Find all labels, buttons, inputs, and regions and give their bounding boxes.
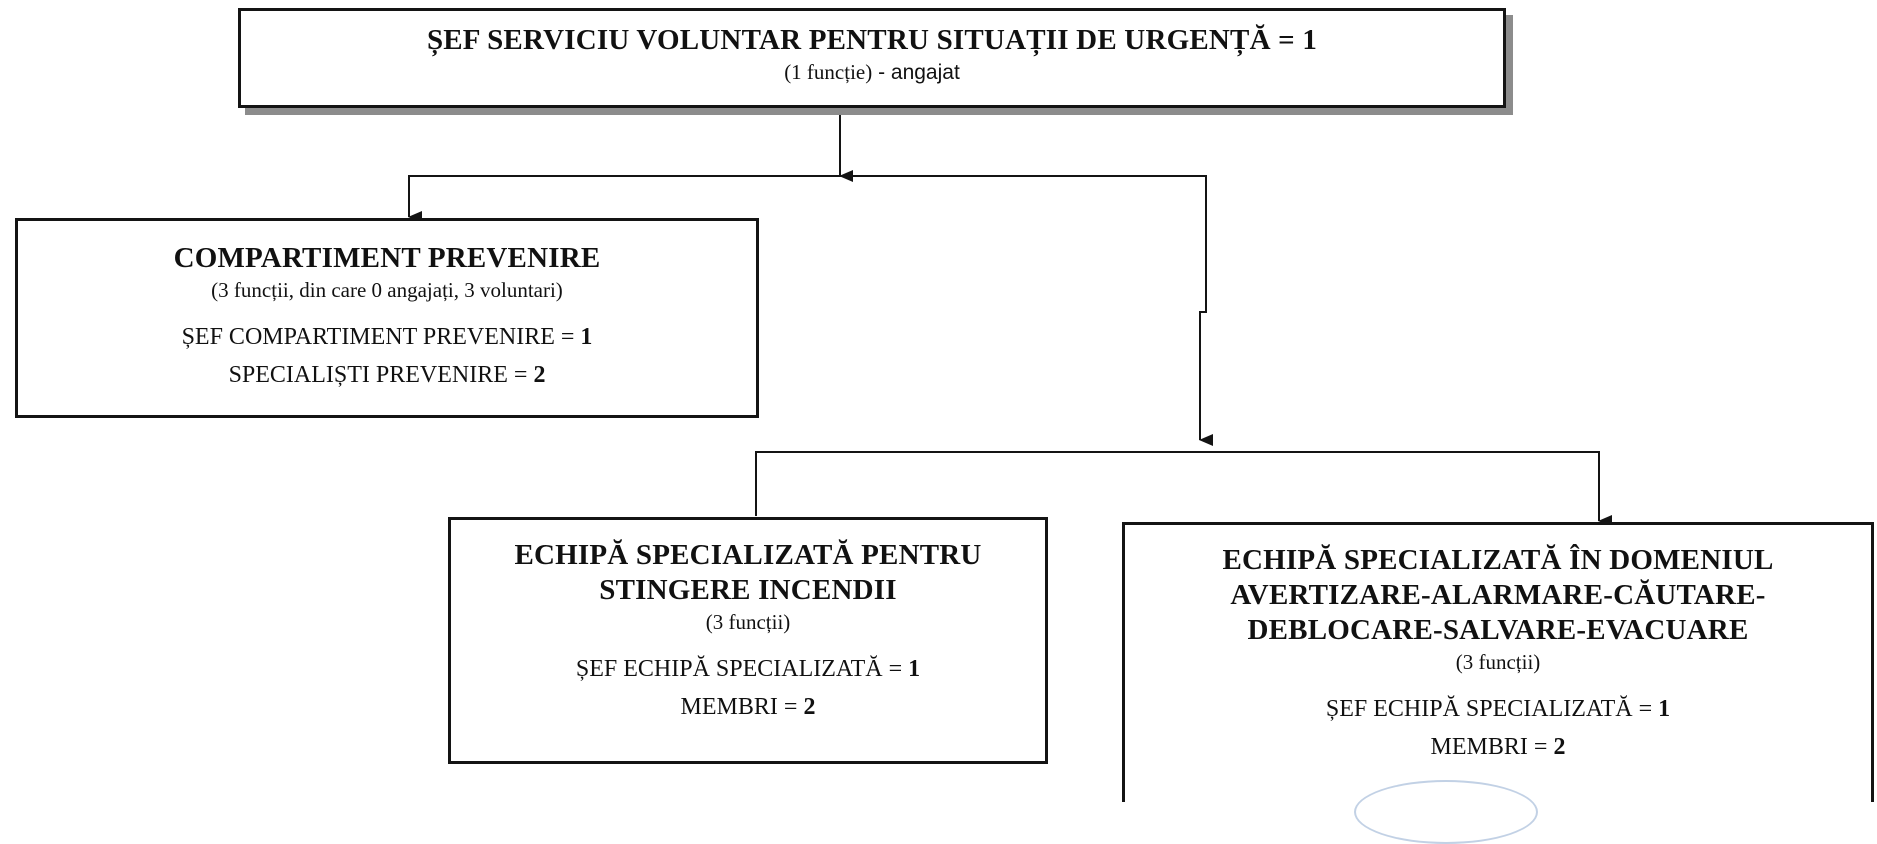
role-sef-echipa-avertizare: ȘEF ECHIPĂ SPECIALIZATĂ = 1 bbox=[1325, 696, 1671, 722]
echipa-avertizare-box: ECHIPĂ SPECIALIZATĂ ÎN DOMENIUL AVERTIZA… bbox=[1122, 522, 1874, 802]
role-membri-avertizare: MEMBRI = 2 bbox=[1430, 734, 1566, 760]
role-sef-compartiment: ȘEF COMPARTIMENT PREVENIRE = 1 bbox=[181, 324, 593, 350]
echipa-avertizare-title-line-3: DEBLOCARE-SALVARE-EVACUARE bbox=[1247, 614, 1749, 646]
sef-serviciu-subtitle: (1 funcție) - angajat bbox=[241, 58, 1503, 87]
connector-lines bbox=[408, 110, 1612, 527]
sef-serviciu-title: ȘEF SERVICIU VOLUNTAR PENTRU SITUAȚII DE… bbox=[426, 24, 1318, 56]
echipa-stingere-subtitle: (3 funcții) bbox=[705, 610, 791, 634]
compartiment-prevenire-title: COMPARTIMENT PREVENIRE bbox=[173, 242, 601, 274]
compartiment-prevenire-box: COMPARTIMENT PREVENIRE (3 funcții, din c… bbox=[15, 218, 759, 418]
echipa-stingere-box: ECHIPĂ SPECIALIZATĂ PENTRU STINGERE INCE… bbox=[448, 517, 1048, 764]
echipa-avertizare-title-line-2: AVERTIZARE-ALARMARE-CĂUTARE- bbox=[1230, 579, 1766, 611]
echipa-stingere-title-line-1: ECHIPĂ SPECIALIZATĂ PENTRU bbox=[514, 539, 982, 571]
sef-serviciu-functii: (1 funcție) bbox=[784, 60, 873, 84]
connector-branch-left bbox=[755, 451, 1612, 527]
role-specialisti-prevenire: SPECIALIȘTI PREVENIRE = 2 bbox=[228, 362, 546, 388]
stamp-seal bbox=[1354, 780, 1538, 844]
echipa-avertizare-title-line-1: ECHIPĂ SPECIALIZATĂ ÎN DOMENIUL bbox=[1222, 544, 1774, 576]
role-membri-stingere: MEMBRI = 2 bbox=[680, 694, 816, 720]
sef-serviciu-box: ȘEF SERVICIU VOLUNTAR PENTRU SITUAȚII DE… bbox=[238, 8, 1506, 108]
role-sef-echipa-stingere: ȘEF ECHIPĂ SPECIALIZATĂ = 1 bbox=[575, 656, 921, 682]
sef-serviciu-angajat: - angajat bbox=[872, 61, 960, 84]
echipa-avertizare-subtitle: (3 funcții) bbox=[1455, 650, 1541, 674]
echipa-stingere-title-line-2: STINGERE INCENDII bbox=[599, 574, 897, 606]
compartiment-prevenire-subtitle: (3 funcții, din care 0 angajați, 3 volun… bbox=[211, 278, 563, 302]
